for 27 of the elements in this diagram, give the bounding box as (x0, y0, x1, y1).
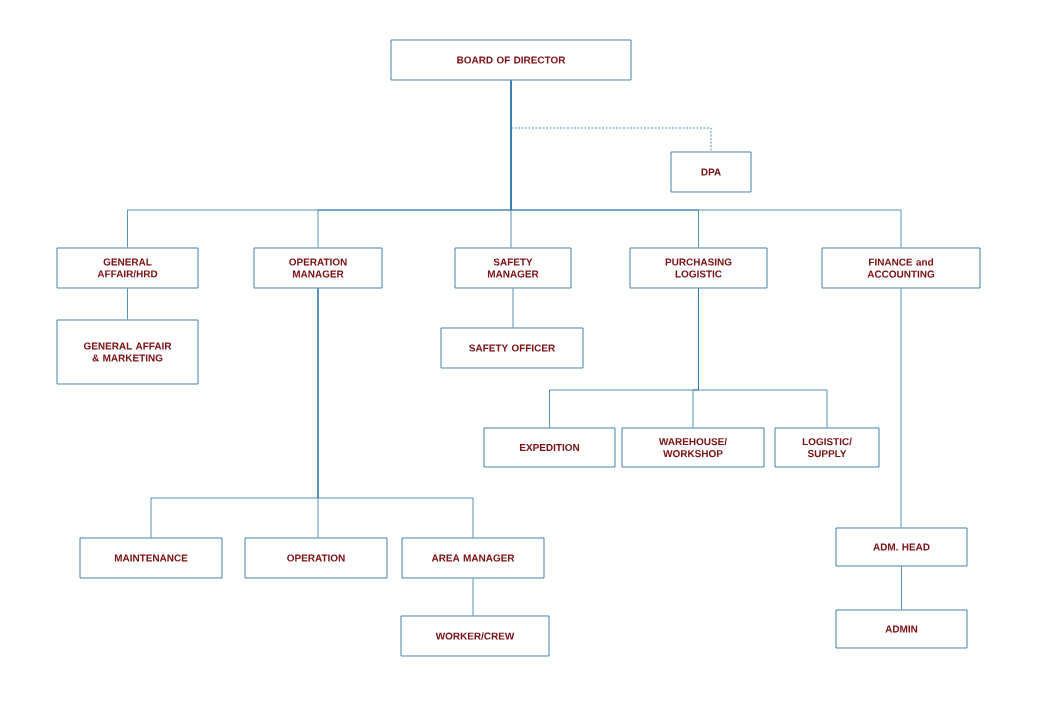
org-box: ADMIN (835, 609, 968, 649)
org-box: GENERAL AFFAIR/HRD (56, 247, 199, 289)
org-box: GENERAL AFFAIR & MARKETING (56, 319, 199, 385)
org-box: SAFETY OFFICER (440, 327, 584, 369)
org-box: WORKER/CREW (400, 615, 550, 657)
connector-line (127, 288, 128, 320)
org-box: WAREHOUSE/ WORKSHOP (621, 427, 765, 468)
org-box: PURCHASING LOGISTIC (629, 247, 768, 289)
connector-line (317, 288, 474, 538)
org-box: BOARD OF DIRECTOR (390, 39, 632, 81)
connector-line (472, 578, 474, 616)
org-box: MAINTENANCE (79, 537, 223, 579)
connector-line (510, 127, 712, 152)
connector-line (900, 288, 902, 528)
org-box: OPERATION MANAGER (253, 247, 383, 289)
connector-line (901, 566, 902, 610)
org-box: SAFETY MANAGER (454, 247, 572, 289)
org-box: EXPEDITION (483, 427, 616, 468)
org-box: OPERATION (244, 537, 388, 579)
org-box: AREA MANAGER (401, 537, 545, 579)
org-box: FINANCE and ACCOUNTING (821, 247, 981, 289)
connector-line (512, 288, 514, 328)
connector-line (510, 80, 902, 248)
connector-line (698, 288, 828, 428)
org-box: ADM. HEAD (835, 527, 968, 567)
org-box: LOGISTIC/ SUPPLY (774, 427, 880, 468)
org-box: DPA (670, 151, 752, 193)
